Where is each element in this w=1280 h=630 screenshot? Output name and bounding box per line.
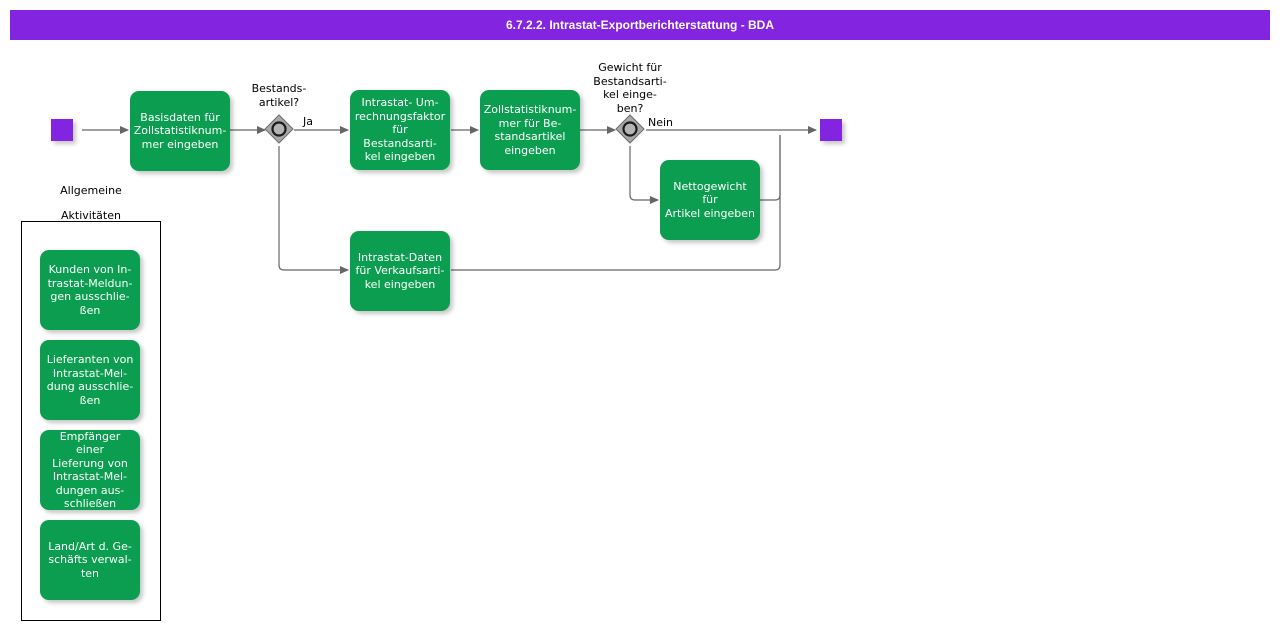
edge-label-ja: Ja: [303, 115, 313, 128]
task-umrechnungsfaktor[interactable]: Intrastat- Um- rechnungsfaktor für Besta…: [350, 90, 450, 170]
task-lieferanten-ausschliessen[interactable]: Lieferanten von Intrastat-Mel- dung auss…: [40, 340, 140, 420]
task-verkaufsartikel[interactable]: Intrastat-Daten für Verkaufsarti- kel ei…: [350, 231, 450, 311]
edge-gw1-to-verkaufsartikel: [278, 146, 349, 274]
task-zollstatistiknummer[interactable]: Zollstatistiknum- mer für Be- standsarti…: [480, 90, 580, 170]
gateway-gewicht[interactable]: [615, 114, 645, 144]
edge-gw2-to-nettogewicht: [629, 146, 659, 204]
task-nettogewicht[interactable]: Nettogewicht für Artikel eingeben: [660, 160, 760, 240]
gateway-bestandsartikel-caption: Bestands- artikel?: [251, 82, 307, 109]
task-empfaenger-ausschliessen-label: Empfänger einer Lieferung von Intrastat-…: [52, 429, 128, 511]
end-event[interactable]: [820, 119, 842, 141]
task-kunden-ausschliessen-label: Kunden von In- trastat-Meldun- gen aussc…: [47, 263, 133, 317]
task-lieferanten-ausschliessen-label: Lieferanten von Intrastat-Mel- dung auss…: [46, 353, 134, 407]
edge-label-nein: Nein: [648, 116, 674, 129]
task-land-art-verwalten[interactable]: Land/Art d. Ge- schäfts verwal- ten: [40, 520, 140, 600]
group-caption: Allgemeine Aktivitäten: [60, 184, 122, 222]
task-basisdaten-label: Basisdaten für Zollstatistiknum- mer ein…: [133, 110, 227, 151]
gateway-bestandsartikel[interactable]: [264, 114, 294, 144]
start-event[interactable]: [51, 119, 73, 141]
task-empfaenger-ausschliessen[interactable]: Empfänger einer Lieferung von Intrastat-…: [40, 430, 140, 510]
window-title-bar: 6.7.2.2. Intrastat-Exportberichterstattu…: [10, 10, 1270, 40]
task-nettogewicht-label: Nettogewicht für Artikel eingeben: [665, 179, 755, 220]
task-zollstatistiknummer-label: Zollstatistiknum- mer für Be- standsarti…: [483, 103, 577, 157]
task-umrechnungsfaktor-label: Intrastat- Um- rechnungsfaktor für Besta…: [354, 96, 446, 164]
task-land-art-verwalten-label: Land/Art d. Ge- schäfts verwal- ten: [48, 539, 132, 580]
task-kunden-ausschliessen[interactable]: Kunden von In- trastat-Meldun- gen aussc…: [40, 250, 140, 330]
edge-nettogewicht-to-merge: [760, 135, 781, 201]
task-basisdaten[interactable]: Basisdaten für Zollstatistiknum- mer ein…: [130, 91, 230, 171]
group-panel-allgemeine-aktivitaeten: [21, 221, 161, 621]
gateway-gewicht-caption: Gewicht für Bestandsarti- kel einge- ben…: [593, 61, 667, 115]
page-title: 6.7.2.2. Intrastat-Exportberichterstattu…: [505, 18, 775, 32]
task-verkaufsartikel-label: Intrastat-Daten für Verkaufsarti- kel ei…: [355, 250, 445, 291]
